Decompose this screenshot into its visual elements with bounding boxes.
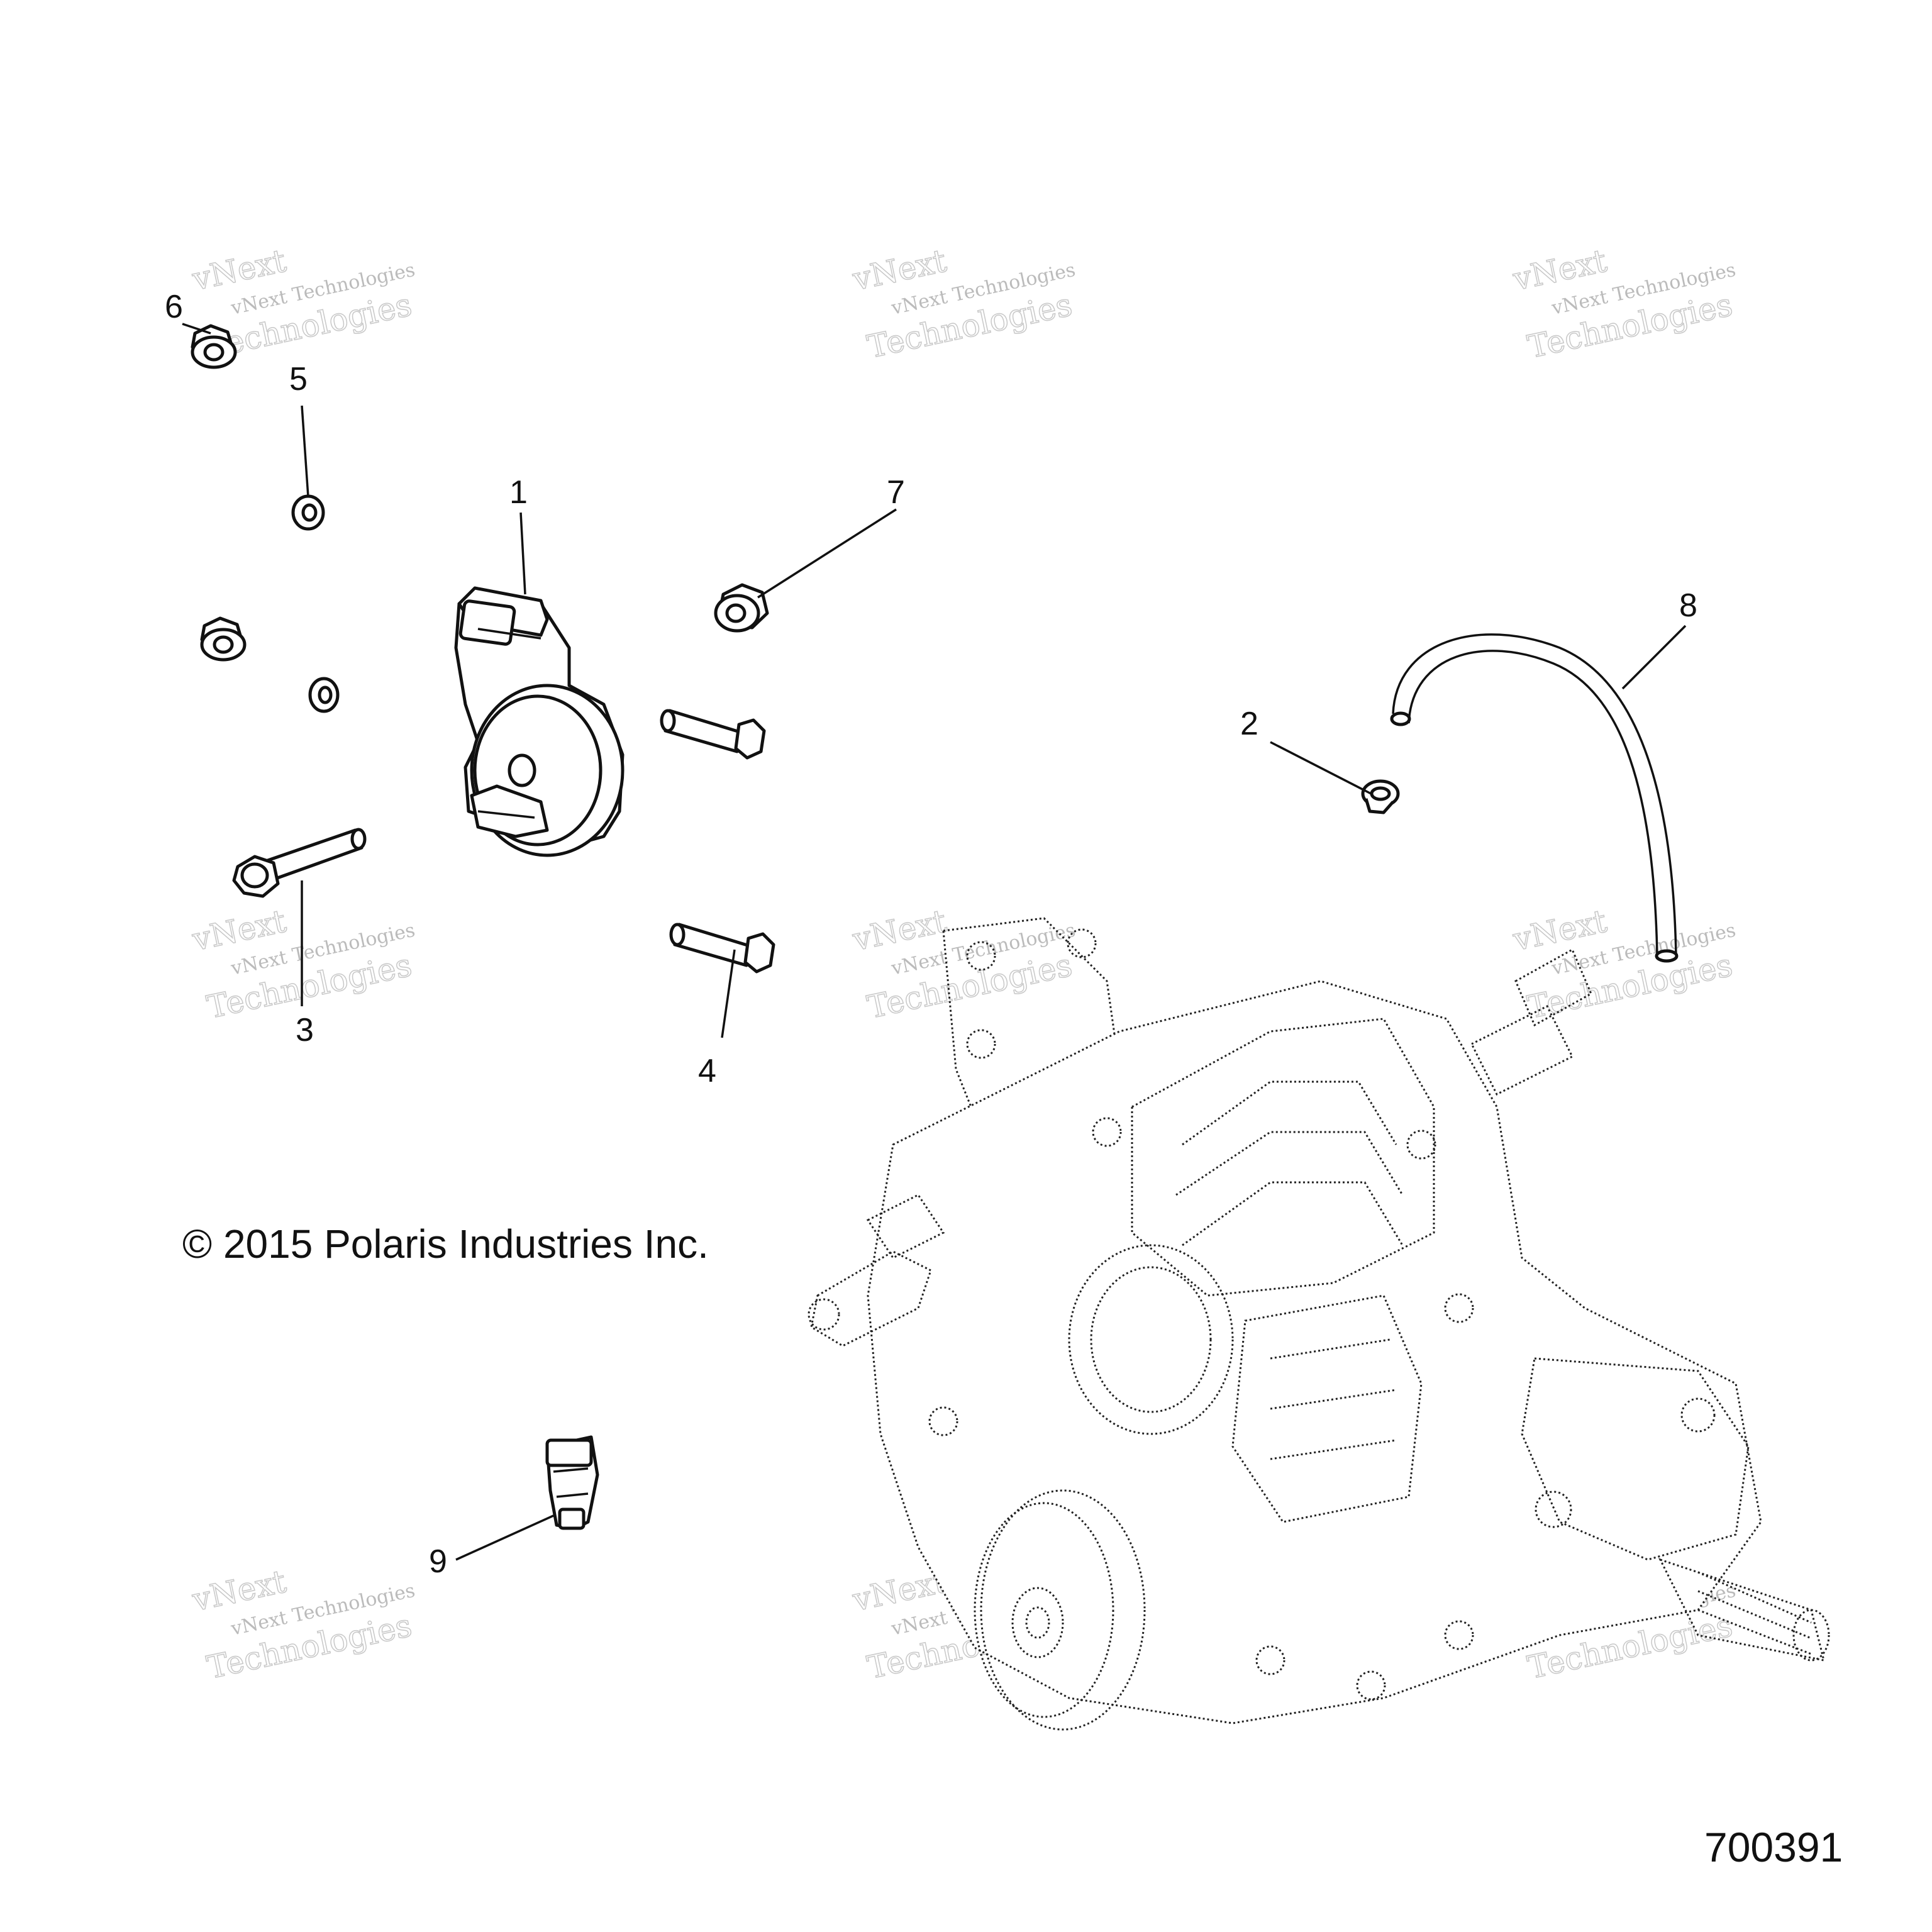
leader-5 bbox=[301, 405, 309, 497]
callout-5: 5 bbox=[289, 361, 308, 397]
watermark-mid-center: vNext vNext Technologies Technologies bbox=[848, 902, 1077, 1026]
callout-7: 7 bbox=[887, 474, 905, 511]
watermark-bottom-left: vNext vNext Technologies Technologies bbox=[188, 1563, 417, 1687]
copyright-notice: © 2015 Polaris Industries Inc. bbox=[182, 1221, 709, 1267]
part-9-harness-clip[interactable] bbox=[545, 1435, 599, 1530]
figure-number: 700391 bbox=[1704, 1824, 1843, 1870]
watermark-top-center: vNext vNext Technologies Technologies bbox=[848, 242, 1077, 366]
watermark-mid-left: vNext vNext Technologies Technologies bbox=[188, 902, 417, 1026]
part-2-hose-clamp[interactable] bbox=[1361, 779, 1400, 814]
part-5-washer-lower[interactable] bbox=[308, 677, 340, 713]
callout-1: 1 bbox=[509, 474, 528, 511]
leader-1 bbox=[519, 512, 526, 595]
part-8-vent-hose[interactable] bbox=[1390, 633, 1679, 963]
part-5-washer-upper[interactable] bbox=[291, 494, 325, 531]
leader-6 bbox=[182, 323, 211, 335]
leader-2 bbox=[1270, 741, 1372, 795]
callout-4: 4 bbox=[698, 1053, 716, 1089]
callout-9: 9 bbox=[429, 1543, 447, 1580]
part-6-flange-nut-upper[interactable] bbox=[191, 324, 237, 369]
watermark-top-right: vNext vNext Technologies Technologies bbox=[1509, 242, 1738, 366]
part-4-bolt-upper[interactable] bbox=[660, 709, 766, 760]
watermark-mid-right: vNext vNext Technologies Technologies bbox=[1509, 902, 1738, 1026]
part-4-bolt-lower[interactable] bbox=[669, 923, 775, 974]
callout-6: 6 bbox=[165, 289, 183, 325]
part-1-gear-position-sensor[interactable] bbox=[454, 586, 625, 857]
leader-7 bbox=[757, 508, 897, 599]
callout-3: 3 bbox=[296, 1012, 314, 1048]
leader-8 bbox=[1621, 625, 1687, 690]
part-7-nut[interactable] bbox=[714, 583, 769, 633]
callout-2: 2 bbox=[1240, 706, 1258, 742]
leader-9 bbox=[455, 1514, 554, 1561]
transmission-assembly bbox=[808, 917, 1830, 1731]
leader-4 bbox=[721, 949, 736, 1038]
callout-8: 8 bbox=[1679, 587, 1697, 624]
part-6-flange-nut-lower[interactable] bbox=[200, 616, 247, 662]
part-3-long-bolt[interactable] bbox=[232, 828, 367, 898]
